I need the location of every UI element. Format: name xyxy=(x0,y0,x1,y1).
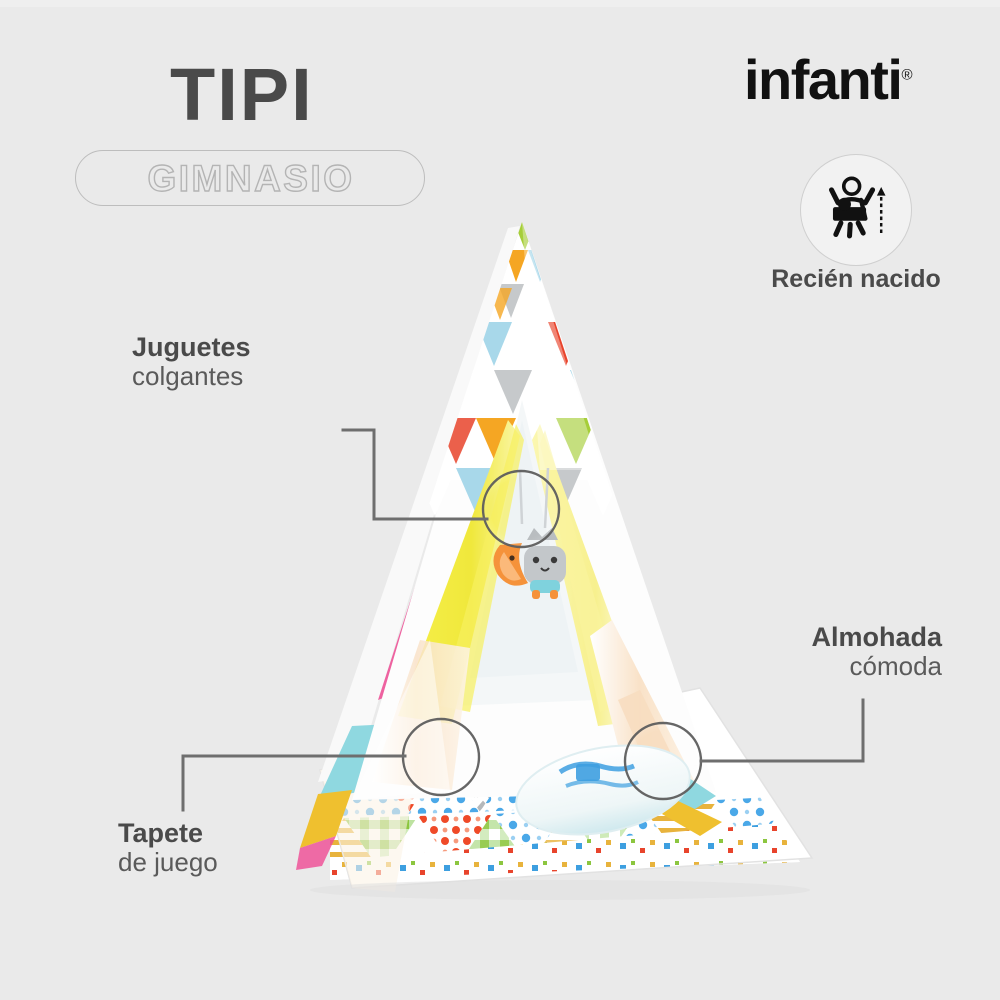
page-title: TIPI xyxy=(170,53,314,136)
lens-mat xyxy=(401,717,481,797)
lens-toys xyxy=(481,469,561,549)
callout-comfy-pillow-line1: Almohada xyxy=(811,622,942,652)
callout-play-mat-line1: Tapete xyxy=(118,818,204,848)
callout-hanging-toys-line1: Juguetes xyxy=(132,332,251,362)
callout-play-mat: Tapete de juego xyxy=(118,818,218,877)
callout-play-mat-line2: de juego xyxy=(118,847,218,878)
callout-hanging-toys-line2: colgantes xyxy=(132,361,244,392)
newborn-badge-label: Recién nacido xyxy=(771,265,941,293)
subtitle-label: GIMNASIO xyxy=(147,157,355,199)
top-strip xyxy=(0,0,1000,7)
registered-trademark-icon: ® xyxy=(901,66,913,84)
lens-pillow xyxy=(623,721,703,801)
subtitle-pill: GIMNASIO xyxy=(75,150,425,206)
callout-hanging-toys: Juguetes colgantes xyxy=(132,332,251,391)
newborn-baby-icon xyxy=(829,176,886,239)
brand-logo: infanti® xyxy=(744,52,913,108)
callout-comfy-pillow: Almohada cómoda xyxy=(680,622,942,681)
callout-comfy-pillow-line2: cómoda xyxy=(849,651,943,682)
brand-name: infanti xyxy=(744,48,903,111)
